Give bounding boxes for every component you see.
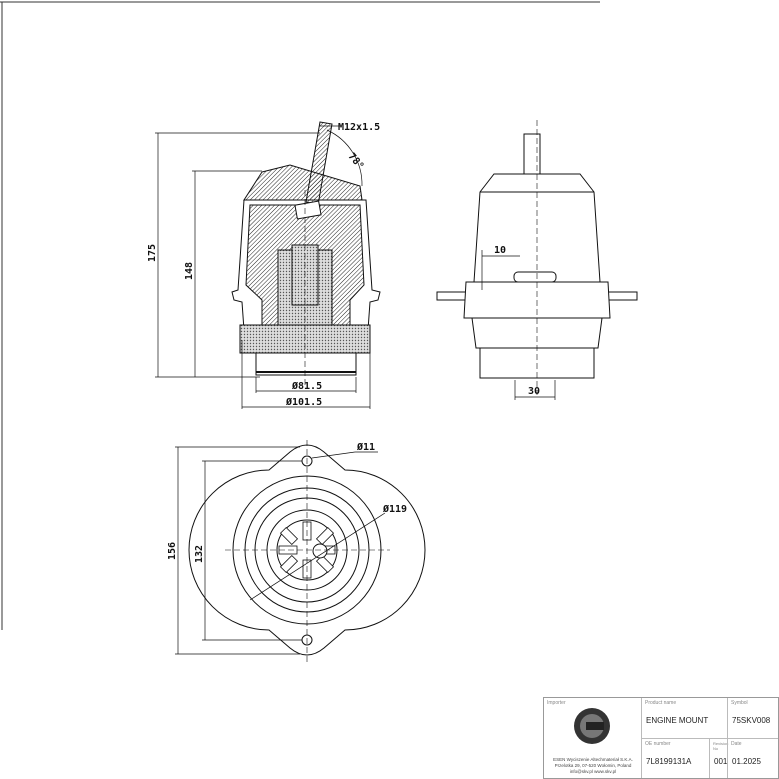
section-view [231, 121, 381, 385]
body-diameter-label: Ø101.5 [285, 396, 322, 408]
oe-number-value: 7L8199131A [646, 757, 692, 766]
symbol-cell: Symbol 75SKV008 [727, 698, 778, 738]
importer-cell: Importer ESEN Wyciszenie Altechmateriał … [544, 698, 641, 778]
angle-label: 78° [346, 151, 366, 172]
hole-diameter-label: Ø11 [356, 441, 375, 453]
offset-10-label: 10 [494, 245, 506, 256]
body-height-label: 148 [184, 262, 195, 280]
front-view [436, 120, 638, 400]
date-label: Date [731, 741, 742, 747]
plan-dimension-lines [175, 446, 386, 655]
date-cell: Date 01.2025 [727, 738, 778, 778]
base-diameter-label: Ø81.5 [291, 380, 322, 392]
product-name-label: Product name [645, 700, 677, 706]
width-30-label: 30 [528, 386, 540, 397]
hole-spacing-label: 132 [194, 545, 205, 563]
flange-diameter-label: Ø119 [382, 503, 407, 515]
importer-label: Importer [547, 700, 566, 706]
importer-address: ESEN Wyciszenie Altechmateriał S.K.A. Pr… [553, 757, 633, 774]
company-logo [574, 708, 610, 744]
symbol-label: Symbol [731, 700, 748, 706]
flange-length-label: 156 [167, 542, 178, 560]
revision-value: 001 [714, 757, 728, 766]
revision-cell: Revision No 001 [709, 738, 729, 778]
thread-label: M12x1.5 [338, 122, 380, 133]
section-dimension-lines [155, 125, 371, 409]
revision-label: Revision No [713, 741, 729, 751]
oe-number-label: OE number [645, 741, 671, 747]
overall-height-label: 175 [147, 244, 158, 262]
oe-number-cell: OE number 7L8199131A [641, 738, 709, 778]
plan-view [188, 440, 426, 665]
title-block: Importer ESEN Wyciszenie Altechmateriał … [543, 697, 779, 779]
product-name-value: ENGINE MOUNT [646, 716, 709, 725]
product-name-cell: Product name ENGINE MOUNT [641, 698, 727, 738]
date-value: 01.2025 [732, 757, 761, 766]
symbol-value: 75SKV008 [732, 716, 771, 725]
